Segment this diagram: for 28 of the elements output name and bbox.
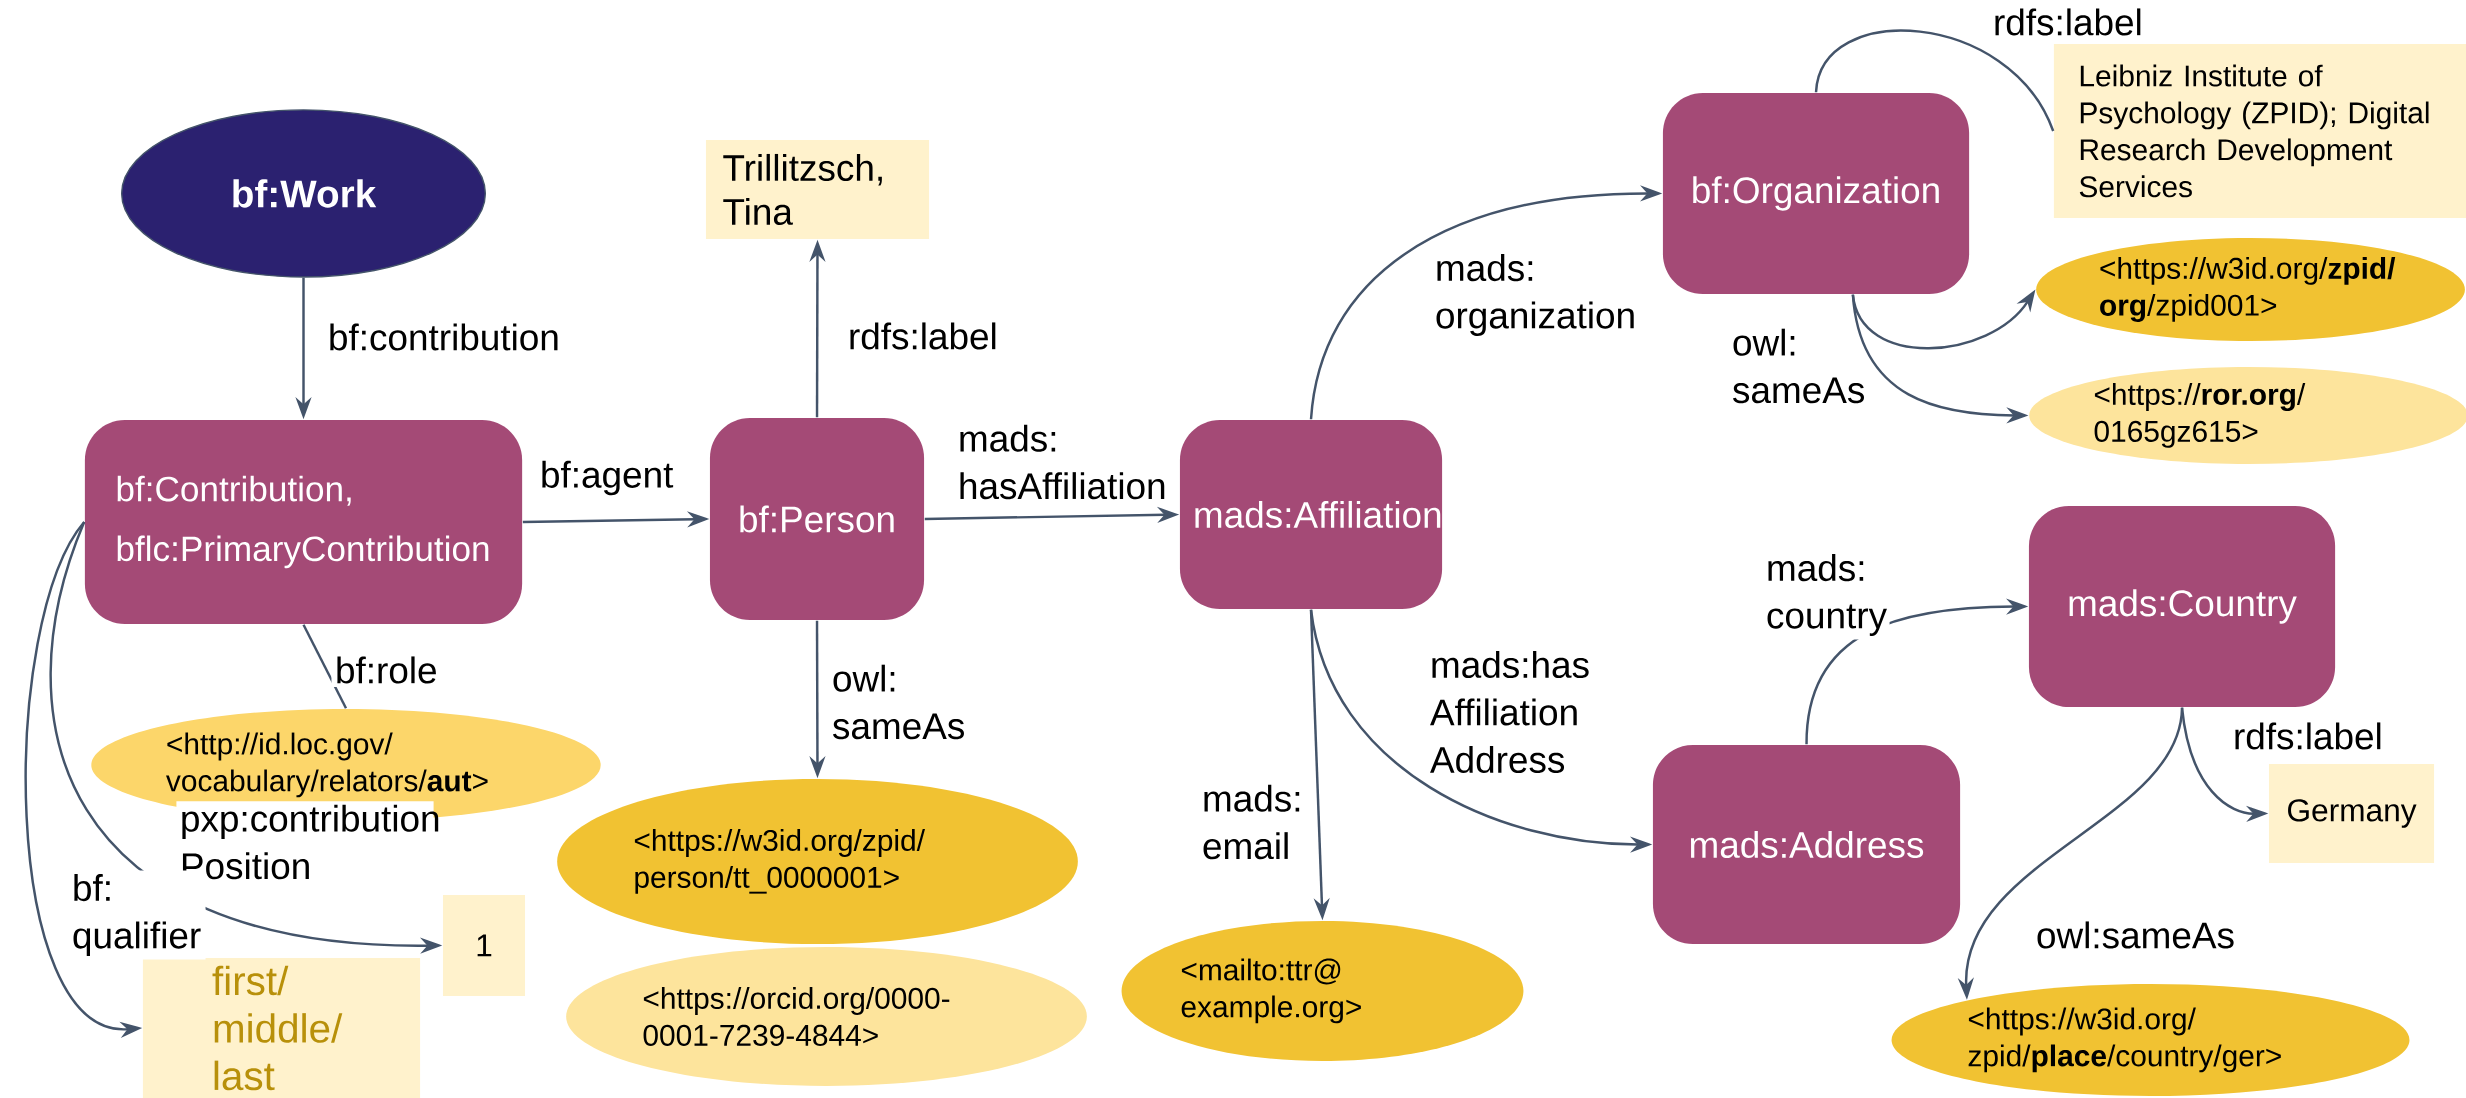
literal-box: 1 — [443, 894, 526, 996]
edge-label: bf:agent — [536, 457, 674, 499]
class-box: mads:Country — [2028, 505, 2336, 708]
edge-label: mads: organization — [1431, 250, 1634, 340]
literal-box: first/ middle/ last — [142, 957, 421, 1098]
edge-label: mads: email — [1198, 781, 1306, 863]
class-box: mads:Address — [1652, 744, 1961, 945]
edge-label: bf:role — [331, 652, 449, 688]
literal-box: Germany — [2269, 763, 2435, 863]
edge-label: owl:sameAs — [2032, 917, 2234, 953]
edge-label: mads: hasAffiliation — [954, 421, 1165, 503]
edge-label: owl: sameAs — [828, 661, 964, 743]
edge-label: mads:has Affiliation Address — [1426, 647, 1589, 777]
edge-label: mads: country — [1762, 550, 1890, 640]
edge-label: bf:contribution — [324, 319, 572, 355]
class-box: bf:Organization — [1662, 92, 1970, 295]
edge-label: rdfs:label — [1989, 4, 2141, 40]
class-box: bf:Contribution, bflc:PrimaryContribution — [84, 419, 523, 625]
edge-label: owl: sameAs — [1728, 325, 1864, 407]
edge-label: rdfs:label — [2229, 718, 2381, 754]
class-box: mads:Affiliation — [1179, 419, 1443, 610]
class-box: bf:Person — [709, 417, 925, 621]
connector-line — [1814, 29, 2055, 132]
literal-box: Trillitzsch, Tina — [705, 139, 930, 239]
edge-label: bf: qualifier — [68, 870, 206, 960]
literal-box: Leibniz Institute of Psychology (ZPID); Digital Research Development Services — [2053, 43, 2466, 218]
connector-line — [302, 624, 348, 709]
edge-label: rdfs:label — [844, 318, 996, 354]
